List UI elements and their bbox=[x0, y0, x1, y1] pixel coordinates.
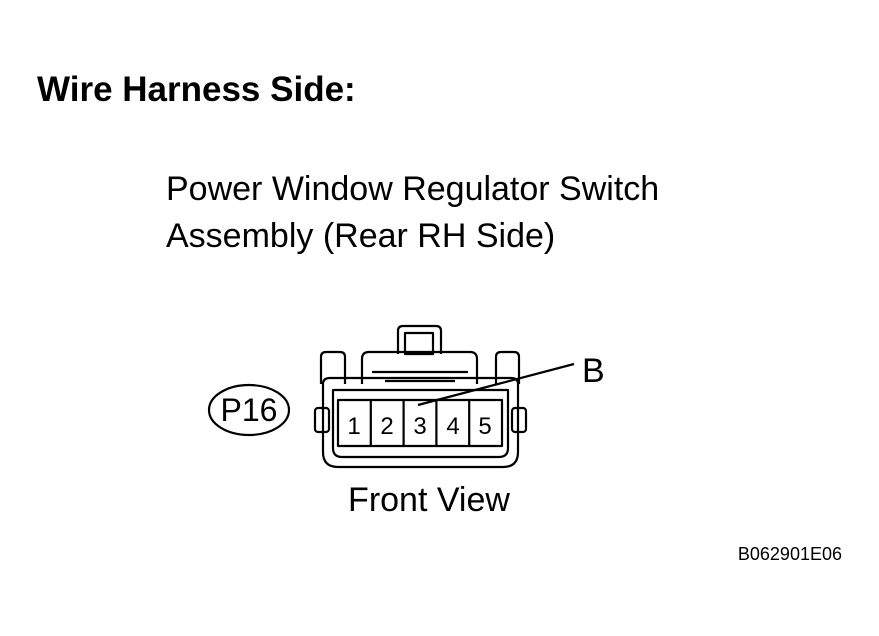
callout-label: B bbox=[582, 352, 605, 390]
connector-body bbox=[321, 376, 520, 469]
pin-4-label: 4 bbox=[446, 413, 459, 440]
connector-code: P16 bbox=[221, 392, 278, 428]
view-label: Front View bbox=[348, 481, 510, 519]
connector-left-ear bbox=[313, 406, 331, 434]
connector-latch bbox=[396, 324, 443, 354]
component-name: Power Window Regulator Switch Assembly (… bbox=[166, 166, 659, 260]
section-heading: Wire Harness Side: bbox=[37, 70, 356, 109]
connector-hump bbox=[360, 350, 479, 384]
connector-latch-inner bbox=[403, 331, 435, 356]
connector-code-oval bbox=[207, 383, 291, 437]
component-name-line-2: Assembly (Rear RH Side) bbox=[166, 217, 556, 255]
callout-line bbox=[417, 362, 575, 407]
connector-left-post bbox=[319, 350, 347, 384]
connector-right-ear bbox=[510, 406, 528, 434]
pin-1-label: 1 bbox=[347, 413, 360, 440]
figure-code: B062901E06 bbox=[737, 544, 842, 564]
pin-cavity-frame bbox=[336, 398, 504, 448]
pin-2-label: 2 bbox=[380, 413, 393, 440]
component-name-line-1: Power Window Regulator Switch bbox=[166, 170, 660, 208]
pin-3-label: 3 bbox=[413, 413, 426, 440]
connector-right-post bbox=[494, 350, 521, 384]
connector-body-inner bbox=[331, 388, 510, 459]
pin-5-label: 5 bbox=[478, 413, 491, 440]
